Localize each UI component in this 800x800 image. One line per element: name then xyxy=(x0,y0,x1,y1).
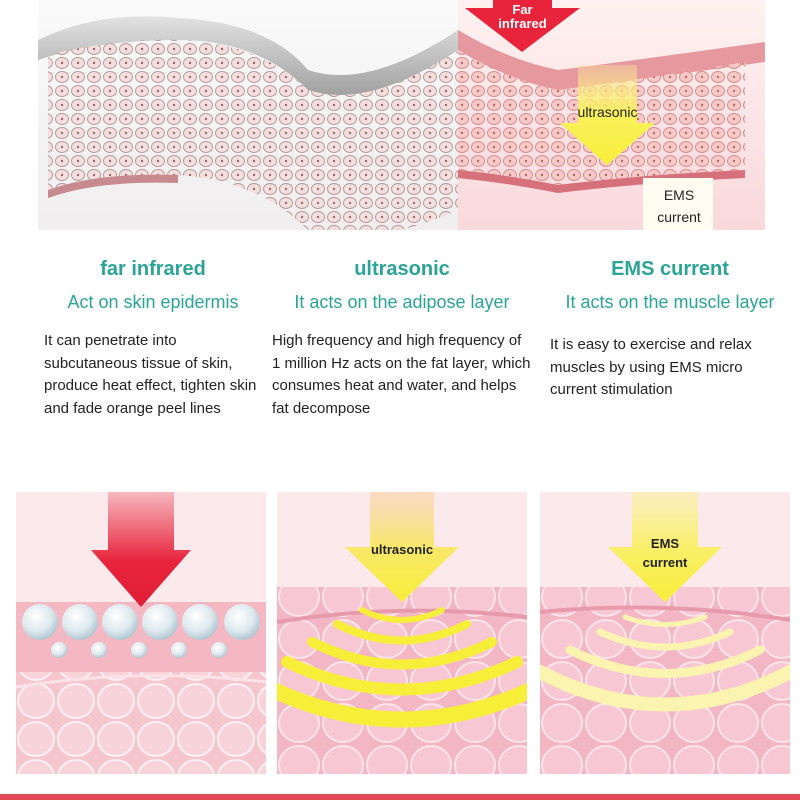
far-infrared-subtitle: Act on skin epidermis xyxy=(67,292,239,312)
ultrasonic-subtitle: It acts on the adipose layer xyxy=(294,292,510,312)
ultrasonic-title: ultrasonic xyxy=(354,258,450,280)
ems-label-box xyxy=(643,178,713,230)
skin-cell-layers-graphic xyxy=(38,16,765,230)
ultrasonic-description: High frequency and high frequency of 1 m… xyxy=(272,332,531,417)
far-infrared-column: far infrared Act on skin epidermis It ca… xyxy=(38,256,268,420)
far-infrared-label-line2: infrared xyxy=(498,16,547,31)
skin-layers-illustration: Far infrared ultrasonic EMS current xyxy=(38,0,765,230)
yellow-arrow-icon xyxy=(345,492,459,602)
ems-subtitle: It acts on the muscle layer xyxy=(565,292,775,312)
yellow-arrow-icon xyxy=(608,492,722,602)
ems-waves-graphic xyxy=(540,614,790,712)
far-infrared-arrow-icon xyxy=(465,0,580,52)
ultrasonic-column: ultrasonic It acts on the adipose layer … xyxy=(272,256,532,420)
ultrasonic-panel-graphic xyxy=(277,492,527,774)
ems-current-label: EMS current xyxy=(643,184,715,228)
ems-panel-graphic xyxy=(540,492,790,774)
ultrasonic-arrow-label: ultrasonic xyxy=(577,104,638,120)
far-infrared-title: far infrared xyxy=(100,258,206,280)
far-infrared-arrow-label: Far infrared xyxy=(485,3,560,31)
water-droplets-graphic xyxy=(22,604,260,658)
ems-panel-label-line2: current xyxy=(642,555,688,570)
ems-title: EMS current xyxy=(611,258,729,280)
ultrasonic-panel-label: ultrasonic xyxy=(370,542,434,557)
ems-label-line2: current xyxy=(657,209,701,225)
red-arrow-icon xyxy=(91,492,191,607)
far-infrared-description: It can penetrate into subcutaneous tissu… xyxy=(44,332,257,417)
ems-column: EMS current It acts on the muscle layer … xyxy=(550,256,790,402)
ems-label-line1: EMS xyxy=(663,187,695,203)
ems-panel-label: EMS current xyxy=(615,534,715,572)
ems-description: It is easy to exercise and relax muscles… xyxy=(550,336,752,398)
ems-panel: EMS current xyxy=(540,492,790,774)
bottom-accent-bar xyxy=(0,794,800,800)
ultrasonic-arrow-icon xyxy=(560,65,655,165)
ems-panel-label-line1: EMS xyxy=(650,536,680,551)
ultrasonic-panel: ultrasonic xyxy=(277,492,527,774)
ultrasonic-waves-graphic xyxy=(277,607,527,728)
far-infrared-panel-graphic xyxy=(16,492,266,774)
far-infrared-label-line1: Far xyxy=(512,2,533,17)
far-infrared-panel xyxy=(16,492,266,774)
